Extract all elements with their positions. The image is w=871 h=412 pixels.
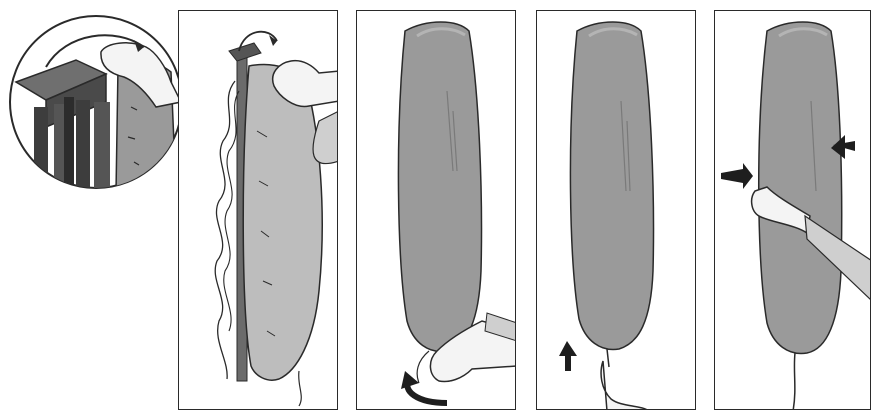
step-4-panel [714,10,871,410]
step-1-panel [178,10,338,410]
detail-inset-circle [6,12,186,192]
step-3-panel [536,10,696,410]
step-2-panel [356,10,516,410]
